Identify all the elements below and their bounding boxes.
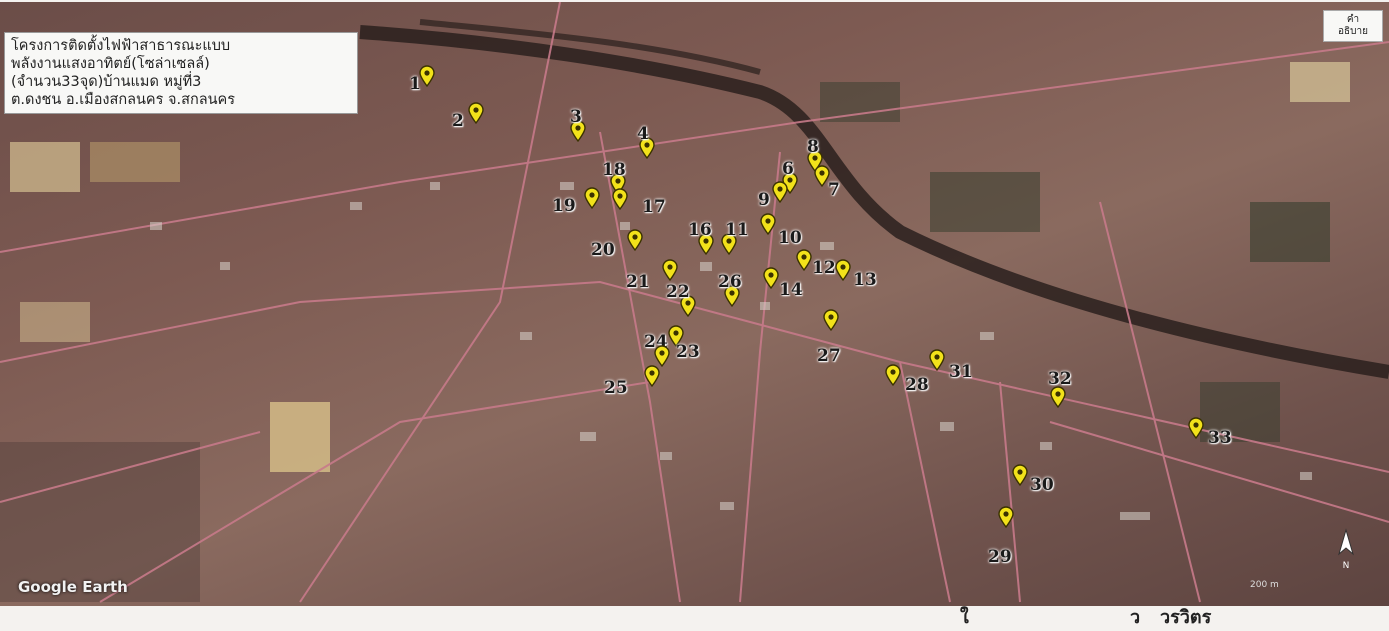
map-imagery bbox=[0, 2, 1389, 603]
marker-number: 20 bbox=[591, 240, 615, 260]
marker-number: 10 bbox=[778, 228, 802, 248]
map-pin-icon[interactable] bbox=[667, 325, 685, 348]
marker-number: 32 bbox=[1048, 369, 1072, 389]
legend-button[interactable]: คำ อธิบาย bbox=[1323, 10, 1383, 42]
marker-number: 6 bbox=[782, 159, 794, 179]
title-line: ต.ดงชน อ.เมืองสกลนคร จ.สกลนคร bbox=[11, 92, 236, 108]
map-pin-icon[interactable] bbox=[771, 181, 789, 204]
bottom-text-fragment: ว bbox=[1130, 607, 1141, 628]
marker-number: 3 bbox=[570, 107, 582, 127]
field-patch bbox=[1290, 62, 1350, 102]
marker-number: 25 bbox=[604, 378, 628, 398]
map-pin-icon[interactable] bbox=[679, 295, 697, 318]
marker-number: 27 bbox=[817, 346, 841, 366]
field-patch bbox=[10, 142, 80, 192]
map-pin-icon[interactable] bbox=[723, 285, 741, 308]
scale-bar-label: 200 m bbox=[1250, 580, 1279, 590]
north-arrow-icon: N bbox=[1333, 528, 1359, 571]
legend-button-label: อธิบาย bbox=[1338, 26, 1368, 37]
marker-number: 16 bbox=[688, 220, 712, 240]
marker-number: 9 bbox=[758, 190, 770, 210]
map-pin-icon[interactable] bbox=[583, 187, 601, 210]
map-pin-icon[interactable] bbox=[834, 259, 852, 282]
map-pin-icon[interactable] bbox=[1011, 464, 1029, 487]
marker-number: 31 bbox=[949, 362, 973, 382]
map-pin-icon[interactable] bbox=[1049, 386, 1067, 409]
map-pin-icon[interactable] bbox=[569, 120, 587, 143]
field-patch bbox=[930, 172, 1040, 232]
satellite-map[interactable]: โครงการติดตั้งไฟฟ้าสาธารณะแบบ พลังงานแสง… bbox=[0, 2, 1389, 606]
marker-number: 2 bbox=[452, 111, 464, 131]
map-pin-icon[interactable] bbox=[611, 188, 629, 211]
map-pin-icon[interactable] bbox=[720, 233, 738, 256]
field-patch bbox=[0, 442, 200, 602]
marker-number: 17 bbox=[642, 197, 666, 217]
marker-number: 8 bbox=[807, 137, 819, 157]
map-pin-icon[interactable] bbox=[638, 137, 656, 160]
map-pin-icon[interactable] bbox=[813, 165, 831, 188]
river-branch bbox=[419, 19, 761, 75]
marker-number: 30 bbox=[1030, 475, 1054, 495]
google-earth-logo: Google Earth bbox=[18, 578, 128, 596]
map-pin-icon[interactable] bbox=[762, 267, 780, 290]
marker-number: 4 bbox=[637, 124, 649, 144]
map-pin-icon[interactable] bbox=[806, 150, 824, 173]
marker-number: 21 bbox=[626, 272, 650, 292]
map-pin-icon[interactable] bbox=[661, 259, 679, 282]
buildings bbox=[150, 182, 1312, 520]
map-pin-icon[interactable] bbox=[418, 65, 436, 88]
marker-number: 1 bbox=[409, 74, 421, 94]
field-patch bbox=[1250, 202, 1330, 262]
title-line: โครงการติดตั้งไฟฟ้าสาธารณะแบบ bbox=[11, 38, 231, 54]
map-pin-icon[interactable] bbox=[467, 102, 485, 125]
map-pin-icon[interactable] bbox=[653, 345, 671, 368]
field-patch bbox=[20, 302, 90, 342]
map-pin-icon[interactable] bbox=[626, 229, 644, 252]
marker-number: 13 bbox=[853, 270, 877, 290]
marker-number: 7 bbox=[828, 180, 840, 200]
marker-number: 12 bbox=[812, 258, 836, 278]
field-patch bbox=[820, 82, 900, 122]
map-pin-icon[interactable] bbox=[759, 213, 777, 236]
marker-number: 19 bbox=[552, 196, 576, 216]
map-pin-icon[interactable] bbox=[1187, 417, 1205, 440]
marker-number: 23 bbox=[676, 342, 700, 362]
map-pin-icon[interactable] bbox=[884, 364, 902, 387]
legend-button-label: คำ bbox=[1346, 14, 1360, 25]
marker-number: 33 bbox=[1208, 428, 1232, 448]
map-pin-icon[interactable] bbox=[795, 249, 813, 272]
field-patch bbox=[270, 402, 330, 472]
marker-number: 26 bbox=[718, 272, 742, 292]
marker-number: 18 bbox=[602, 160, 626, 180]
map-pin-icon[interactable] bbox=[997, 506, 1015, 529]
field-patch bbox=[90, 142, 180, 182]
map-pin-icon[interactable] bbox=[643, 365, 661, 388]
title-line: (จำนวน33จุด)บ้านแมด หมู่ที่3 bbox=[11, 74, 202, 90]
map-pin-icon[interactable] bbox=[697, 233, 715, 256]
bottom-text-fragment: วรวิตร bbox=[1160, 607, 1212, 628]
marker-number: 11 bbox=[725, 220, 749, 240]
map-pin-icon[interactable] bbox=[928, 349, 946, 372]
map-title-box: โครงการติดตั้งไฟฟ้าสาธารณะแบบ พลังงานแสง… bbox=[4, 32, 358, 114]
north-label: N bbox=[1342, 561, 1350, 571]
marker-number: 28 bbox=[905, 375, 929, 395]
marker-number: 14 bbox=[779, 280, 803, 300]
map-pin-icon[interactable] bbox=[822, 309, 840, 332]
title-line: พลังงานแสงอาทิตย์(โซล่าเซลล์) bbox=[11, 56, 210, 72]
marker-number: 29 bbox=[988, 547, 1012, 567]
marker-number: 22 bbox=[666, 282, 690, 302]
bottom-text-fragment: ใ bbox=[960, 607, 969, 628]
